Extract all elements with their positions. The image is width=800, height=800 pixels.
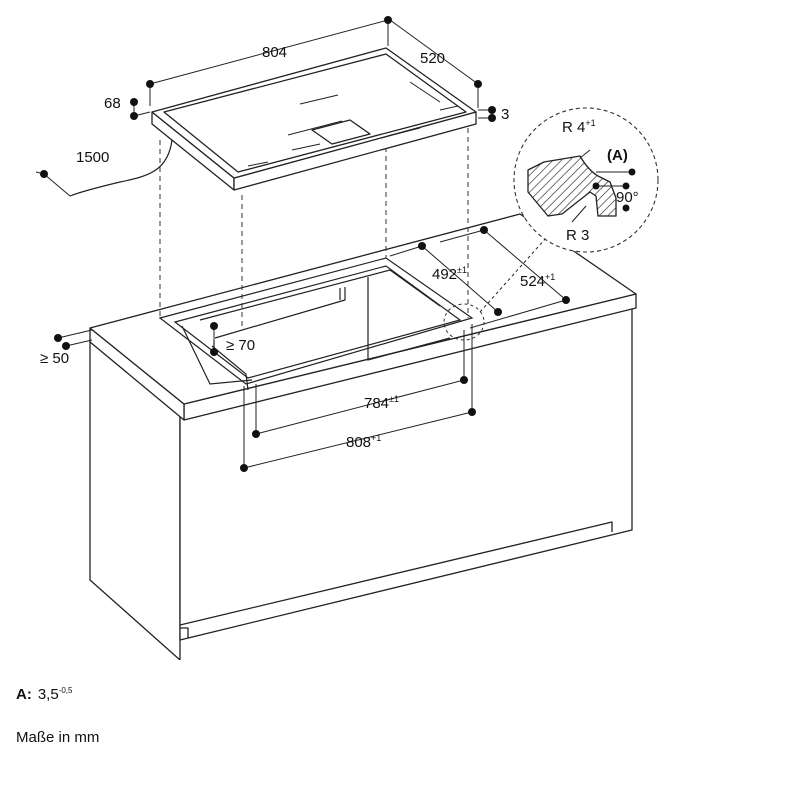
dimension-points [40, 16, 570, 472]
detail-labels: R 4+1 (A) 90° R 3 [562, 118, 639, 244]
worktop-profile [527, 155, 617, 217]
label-cable-length: 1500 [76, 149, 109, 166]
label-angle: 90° [616, 189, 639, 206]
detail-reference-circle [443, 303, 485, 341]
label-recess-depth: 524+1 [520, 272, 555, 290]
footer-a-tolerance: -0,5 [58, 686, 73, 695]
cabinet-plinth [179, 521, 613, 626]
dimension-lines [35, 19, 567, 469]
footer-tolerance-note: A: 3,5-0,5 [16, 686, 72, 703]
cooktop-inner-frame [163, 53, 467, 173]
cooktop [151, 47, 477, 191]
footer-a-value: 3,5 [37, 686, 59, 703]
label-frame-height: 68 [104, 95, 121, 112]
cooktop-top [151, 47, 477, 179]
label-marker-a: (A) [607, 147, 628, 164]
label-radius-top: R 4+1 [562, 118, 596, 136]
footer-unit-note: Maße in mm [16, 729, 100, 746]
label-cutout-width: 784±1 [364, 394, 399, 412]
label-hob-width: 804 [262, 44, 287, 61]
label-radius-bottom: R 3 [566, 227, 589, 244]
label-cutout-depth: 492±1 [432, 265, 467, 283]
label-hob-depth: 520 [420, 50, 445, 67]
label-cabinet-clearance: ≥ 70 [226, 337, 255, 354]
control-panel [311, 119, 371, 145]
dimension-labels: 804 520 68 3 1500 ≥ 50 ≥ 70 492±1 524+1 … [40, 44, 555, 451]
edge-detail [513, 107, 659, 253]
footer-a-label: A: [16, 686, 32, 703]
label-lip-thickness: 3 [501, 106, 509, 123]
label-recess-width: 808+1 [346, 433, 381, 451]
installation-diagram: 804 520 68 3 1500 ≥ 50 ≥ 70 492±1 524+1 … [35, 16, 659, 660]
power-cable [69, 139, 173, 197]
label-front-distance: ≥ 50 [40, 350, 69, 367]
cutout-opening [173, 265, 462, 379]
